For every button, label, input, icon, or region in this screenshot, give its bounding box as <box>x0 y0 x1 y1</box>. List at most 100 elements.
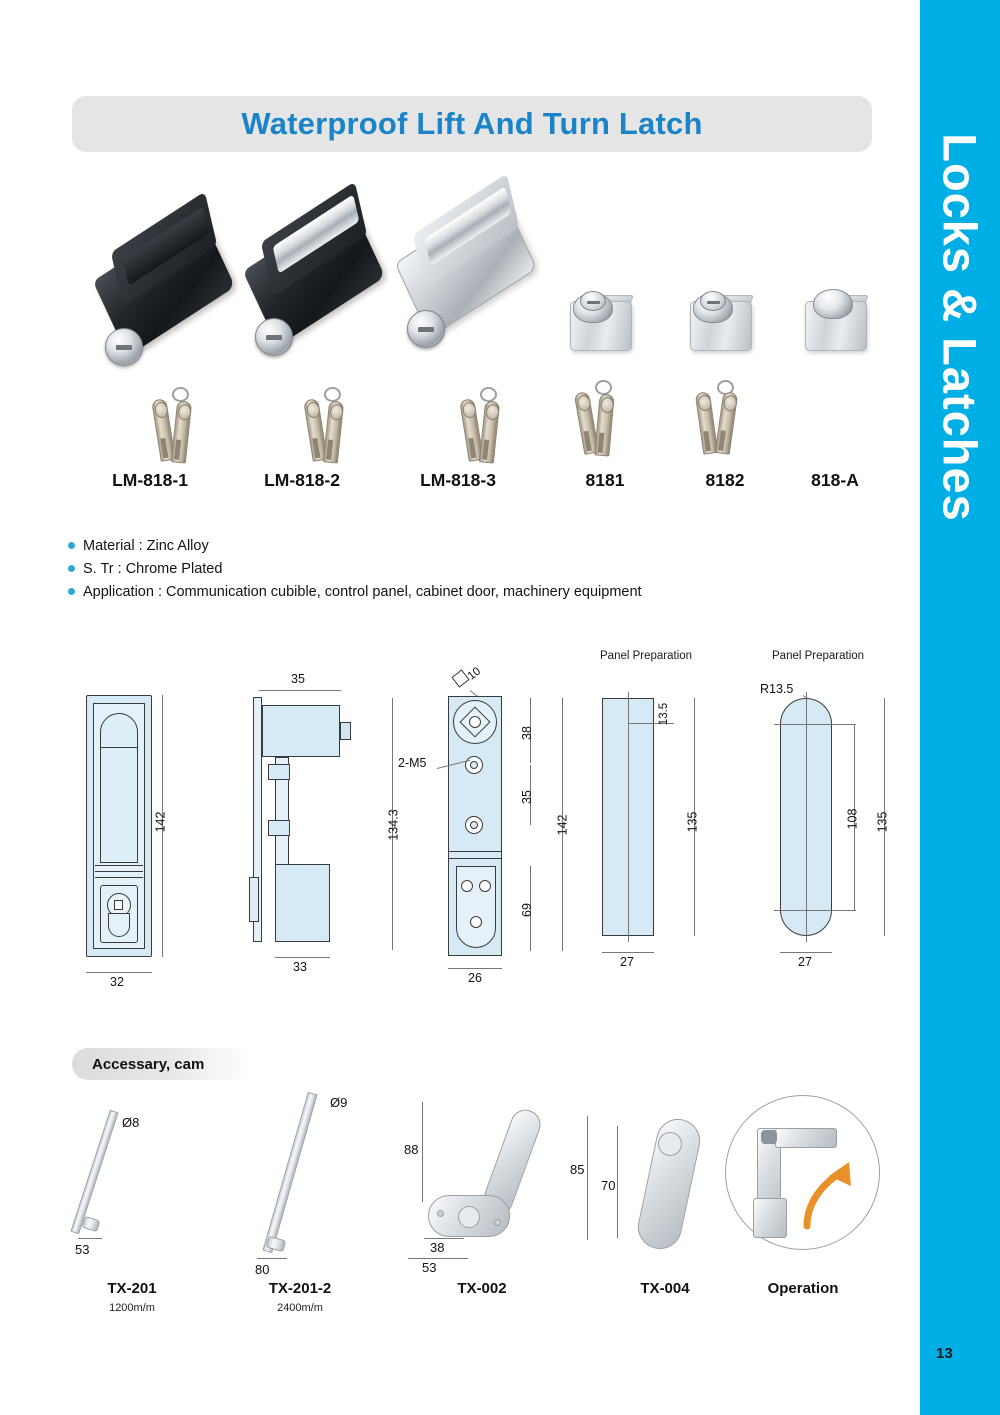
dim-line-height <box>162 695 163 957</box>
dim-line-inner-top <box>774 724 856 725</box>
side-tab: Locks & Latches 13 <box>920 0 1000 1415</box>
panel-prep-1-title: Panel Preparation <box>600 650 693 662</box>
accessary-item-tx-201: Ø8 53 TX-201 1200m/m <box>70 1090 210 1314</box>
key-ring <box>480 387 497 402</box>
back-m5-hole-2-inner <box>470 821 478 829</box>
dim-line-overall-left <box>392 698 393 950</box>
dim-line-back-width <box>448 968 502 969</box>
lock-knob <box>700 291 726 311</box>
front-divider-2 <box>95 871 143 872</box>
dim-line-tx002-span <box>424 1238 464 1239</box>
front-handle-line <box>100 747 138 748</box>
keyset-8181 <box>573 380 635 460</box>
keyset-8182 <box>694 380 755 460</box>
dim-line-width <box>86 972 152 973</box>
cam-center-hole <box>658 1132 682 1156</box>
dim-front-width: 32 <box>110 975 124 989</box>
front-cylinder-tail <box>108 913 130 937</box>
dim-line-panel1-width <box>602 952 654 953</box>
bullet-icon <box>68 588 75 595</box>
accessary-label: Accessary, cam <box>92 1055 205 1073</box>
dim-panel2-width: 27 <box>798 955 812 969</box>
key <box>170 400 193 464</box>
dim-line-tx004-inner <box>617 1126 618 1238</box>
front-divider-3 <box>95 877 143 878</box>
dim-line-seg-bottom <box>530 866 531 951</box>
accessary-item-tx-002: 88 38 53 TX-002 <box>390 1090 560 1297</box>
dim-line-tx002-base <box>408 1258 468 1259</box>
keyset-lm-818-2 <box>302 387 362 467</box>
dim-tx201-diameter: Ø8 <box>122 1115 140 1130</box>
spec-item-surface-treatment: S. Tr : Chrome Plated <box>68 561 828 577</box>
back-latch-plate <box>456 866 496 948</box>
rod-shaft <box>70 1109 119 1235</box>
dim-line-offset <box>628 723 674 724</box>
accessary-item-operation: Operation <box>715 1090 895 1297</box>
dim-line-bottom-depth <box>275 957 330 958</box>
technical-drawings: 142 32 35 33 10 2-M5 <box>60 640 910 1005</box>
dim-tx004-overall: 85 <box>570 1162 585 1177</box>
spec-text: Application : Communication cubible, con… <box>83 584 642 600</box>
dim-tx002-hole-span: 38 <box>430 1240 445 1255</box>
specification-list: Material : Zinc Alloy S. Tr : Chrome Pla… <box>68 538 828 607</box>
dim-line-panel2-width <box>780 952 832 953</box>
back-rivet-2 <box>479 880 491 892</box>
product-image-8181 <box>570 287 635 351</box>
dim-panel1-height: 135 <box>685 811 700 833</box>
lock-cylinder <box>255 318 293 356</box>
dim-line-seg-top <box>530 698 531 763</box>
side-top-block <box>262 705 340 757</box>
product-caption-lm-818-1: LM-818-1 <box>112 470 188 490</box>
dim-line-inner-bottom <box>774 910 856 911</box>
dim-line-top-depth <box>259 690 341 691</box>
dim-front-height: 142 <box>153 811 168 833</box>
product-caption-8181: 8181 <box>585 470 625 490</box>
dim-line-panel1-height <box>694 698 695 936</box>
lock-knob <box>580 291 606 311</box>
dim-back-width: 26 <box>468 971 482 985</box>
keyset-lm-818-3 <box>458 387 518 467</box>
side-tab-label: Locks & Latches <box>933 133 987 522</box>
dim-line-panel2-inner <box>854 724 855 910</box>
dim-back-overall-left: 134.3 <box>386 809 401 841</box>
page-title: Waterproof Lift And Turn Latch <box>241 106 703 141</box>
dim-line-total-height <box>562 698 563 951</box>
product-image-8182 <box>690 287 755 351</box>
dim-panel1-offset: 13.5 <box>658 702 671 726</box>
side-lug-1 <box>268 764 290 780</box>
operation-lock-housing <box>753 1198 787 1238</box>
dim-back-seg-bottom: 69 <box>519 903 534 917</box>
front-cylinder-square <box>114 900 123 910</box>
accessary-caption-tx-004: TX-004 <box>640 1280 690 1297</box>
drawing-side-view: 35 33 <box>235 672 425 987</box>
page-number: 13 <box>936 1345 953 1362</box>
dim-side-bottom-depth: 33 <box>293 960 307 974</box>
spec-text: Material : Zinc Alloy <box>83 538 209 554</box>
accessary-sub-tx-201-2: 2400m/m <box>277 1302 323 1314</box>
cam-mount-hole-1 <box>437 1210 444 1217</box>
rod-shaft <box>262 1091 318 1254</box>
accessary-sub-tx-201: 1200m/m <box>109 1302 155 1314</box>
key <box>478 400 501 464</box>
product-image-818-a <box>805 287 870 351</box>
dim-tx2012-diameter: Ø9 <box>330 1095 348 1110</box>
spec-item-material: Material : Zinc Alloy <box>68 538 828 554</box>
key <box>594 393 615 457</box>
side-lug-2 <box>268 820 290 836</box>
dim-line-tx2012-length <box>257 1258 287 1259</box>
accessary-item-tx-201-2: Ø9 80 TX-201-2 2400m/m <box>225 1090 375 1314</box>
dim-tx002-base: 53 <box>422 1260 437 1275</box>
dim-line-tx004-overall <box>587 1116 588 1240</box>
accessary-caption-tx-002: TX-002 <box>457 1280 507 1297</box>
dim-back-seg-mid: 35 <box>519 790 534 804</box>
title-banner: Waterproof Lift And Turn Latch <box>72 96 872 152</box>
cam-center-hole <box>458 1206 480 1228</box>
dim-line-seg-mid <box>530 765 531 825</box>
dim-line-tx201-length <box>78 1238 102 1239</box>
key-ring <box>595 380 612 395</box>
dim-line-tx002-arm <box>422 1102 423 1202</box>
dim-tx002-arm: 88 <box>404 1142 419 1157</box>
panel-prep-2-title: Panel Preparation <box>772 650 865 662</box>
bullet-icon <box>68 565 75 572</box>
back-rivet-1 <box>461 880 473 892</box>
